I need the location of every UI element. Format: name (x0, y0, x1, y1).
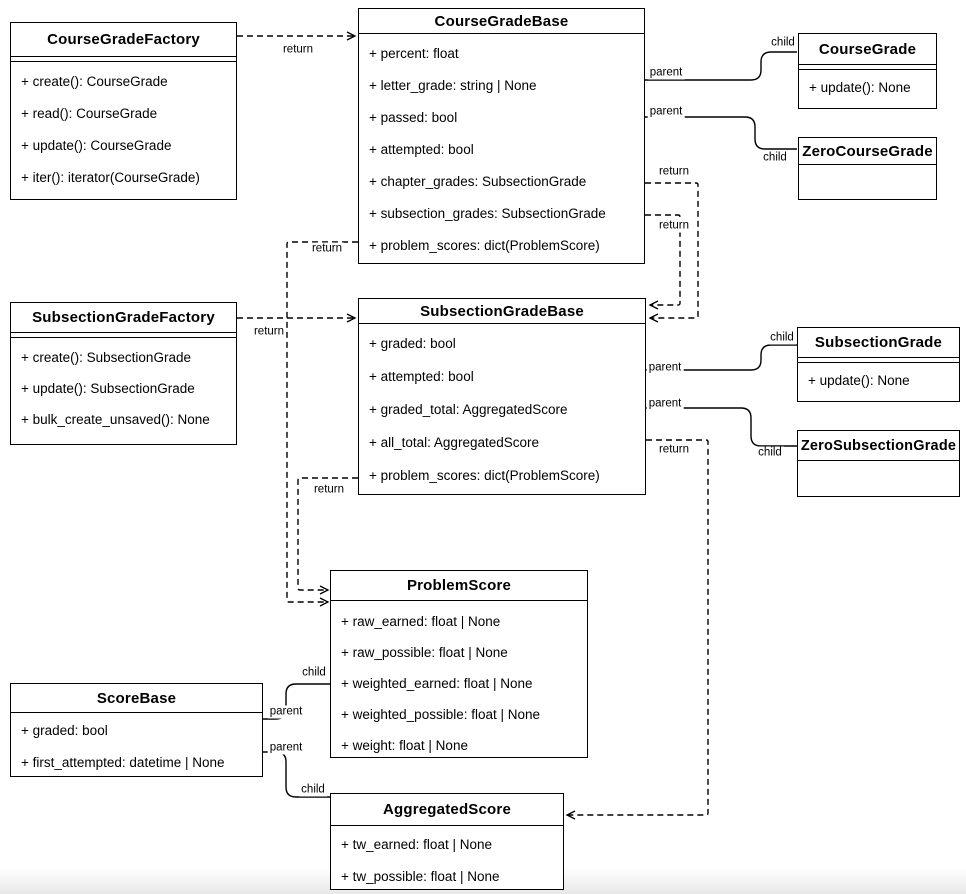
member: + raw_possible: float | None (341, 645, 508, 660)
edge-label-parent: parent (647, 66, 685, 80)
class-title: CourseGradeFactory (11, 23, 236, 57)
member: + create(): CourseGrade (21, 73, 168, 89)
member: + first_attempted: datetime | None (21, 754, 225, 770)
edge-label-return: return (656, 443, 692, 457)
member: + update(): None (809, 79, 911, 95)
members-compartment: + graded: bool + attempted: bool + grade… (359, 324, 645, 492)
edge-subsectiongradebase-zerosubsectiongrade-inherit (646, 407, 797, 447)
edge-coursegradebase-zerocoursegrade-inherit (645, 116, 797, 150)
members-compartment: + create(): CourseGrade + read(): Course… (11, 62, 236, 193)
edge-label-child: child (761, 151, 789, 165)
member: + create(): SubsectionGrade (21, 350, 191, 365)
empty-attributes-compartment (799, 65, 936, 70)
class-title: AggregatedScore (331, 794, 563, 826)
members-compartment (798, 461, 959, 464)
edge-label-child: child (299, 783, 327, 797)
edge-label-return: return (656, 219, 692, 233)
member: + subsection_grades: SubsectionGrade (369, 205, 606, 221)
class-subsection-grade[interactable]: SubsectionGrade + update(): None (797, 327, 960, 402)
class-title: ScoreBase (11, 684, 262, 713)
member: + read(): CourseGrade (21, 105, 158, 121)
class-title: ProblemScore (331, 571, 587, 601)
edge-coursegradebase-problemscore-return (286, 241, 358, 607)
members-compartment: + create(): SubsectionGrade + update(): … (11, 338, 236, 435)
member: + graded: bool (21, 722, 108, 738)
member: + problem_scores: dict(ProblemScore) (369, 237, 600, 253)
member: + weighted_possible: float | None (341, 707, 541, 722)
class-title: CourseGradeBase (359, 9, 644, 34)
edge-subsectiongradebase-problemscore-return (297, 477, 358, 595)
edge-label-return: return (311, 483, 347, 497)
class-aggregated-score[interactable]: AggregatedScore + tw_earned: float | Non… (330, 793, 564, 890)
edge-label-child: child (756, 446, 784, 460)
members-compartment: + raw_earned: float | None + raw_possibl… (331, 601, 587, 761)
edge-coursegradebase-coursegrade-inherit (645, 51, 797, 81)
edge-subsectiongradebase-aggregatedscore-return (565, 439, 709, 820)
empty-attributes-compartment (11, 57, 236, 62)
member: + all_total: AggregatedScore (369, 435, 539, 450)
member: + tw_earned: float | None (341, 836, 492, 852)
empty-attributes-compartment (11, 333, 236, 338)
member: + attempted: bool (369, 141, 474, 157)
member: + graded_total: AggregatedScore (369, 402, 568, 417)
class-zero-course-grade[interactable]: ZeroCourseGrade (798, 137, 937, 200)
edge-subsectiongradebase-subsectiongrade-inherit (646, 344, 797, 371)
member: + chapter_grades: SubsectionGrade (369, 173, 587, 189)
class-title: SubsectionGradeBase (359, 299, 645, 324)
edge-label-parent: parent (267, 741, 305, 755)
member: + percent: float (369, 45, 459, 61)
member: + update(): None (808, 372, 910, 388)
class-subsection-grade-base[interactable]: SubsectionGradeBase + graded: bool + att… (358, 298, 646, 495)
class-course-grade[interactable]: CourseGrade + update(): None (798, 33, 937, 109)
class-title: ZeroSubsectionGrade (798, 431, 959, 461)
edge-label-return: return (309, 242, 345, 256)
member: + attempted: bool (369, 369, 474, 384)
member: + tw_possible: float | None (341, 868, 500, 884)
edge-label-return: return (280, 43, 316, 57)
class-title: SubsectionGrade (798, 328, 959, 358)
edge-label-parent: parent (646, 361, 684, 375)
member: + passed: bool (369, 109, 458, 125)
empty-attributes-compartment (798, 358, 959, 363)
class-subsection-grade-factory[interactable]: SubsectionGradeFactory + create(): Subse… (10, 302, 237, 445)
member: + weight: float | None (341, 738, 468, 753)
class-course-grade-factory[interactable]: CourseGradeFactory + create(): CourseGra… (10, 22, 237, 200)
members-compartment: + update(): None (798, 363, 959, 396)
edge-label-child: child (768, 331, 796, 345)
class-problem-score[interactable]: ProblemScore + raw_earned: float | None … (330, 570, 588, 758)
member: + update(): CourseGrade (21, 137, 172, 153)
class-score-base[interactable]: ScoreBase + graded: bool + first_attempt… (10, 683, 263, 777)
member: + weighted_earned: float | None (341, 676, 533, 691)
member: + raw_earned: float | None (341, 614, 501, 629)
edge-label-parent: parent (646, 397, 684, 411)
class-title: SubsectionGradeFactory (11, 303, 236, 333)
member: + iter(): iterator(CourseGrade) (21, 169, 200, 185)
members-compartment: + update(): None (799, 70, 936, 103)
class-course-grade-base[interactable]: CourseGradeBase + percent: float + lette… (358, 8, 645, 264)
members-compartment: + tw_earned: float | None + tw_possible:… (331, 826, 563, 892)
member: + bulk_create_unsaved(): None (21, 412, 210, 427)
members-compartment: + graded: bool + first_attempted: dateti… (11, 713, 262, 778)
member: + graded: bool (369, 336, 456, 351)
edge-label-return: return (656, 165, 692, 179)
edge-label-return: return (251, 325, 287, 339)
edge-coursegradebase-subsectiongradebase-return-2 (645, 214, 681, 310)
members-compartment (799, 165, 936, 168)
class-title: CourseGrade (799, 34, 936, 65)
class-title: ZeroCourseGrade (799, 138, 936, 165)
member: + letter_grade: string | None (369, 77, 537, 93)
edge-label-parent: parent (267, 705, 305, 719)
members-compartment: + percent: float + letter_grade: string … (359, 34, 644, 261)
edge-label-parent: parent (647, 105, 685, 119)
member: + problem_scores: dict(ProblemScore) (369, 468, 600, 483)
edge-coursegradebase-subsectiongradebase-return-1 (645, 182, 699, 323)
edge-label-child: child (300, 666, 328, 680)
member: + update(): SubsectionGrade (21, 381, 195, 396)
class-zero-subsection-grade[interactable]: ZeroSubsectionGrade (797, 430, 960, 497)
edge-label-child: child (769, 36, 797, 50)
